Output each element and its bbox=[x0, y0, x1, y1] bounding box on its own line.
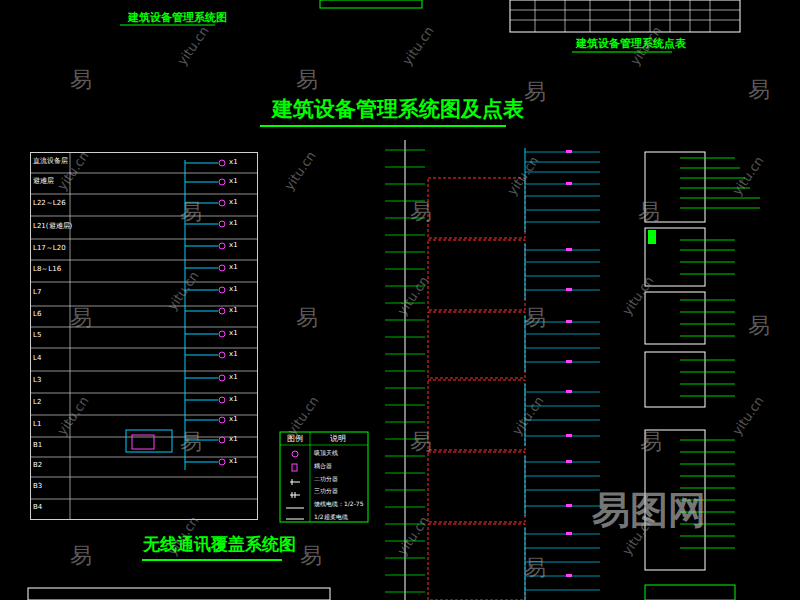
quantity-label: x1 bbox=[229, 374, 238, 382]
watermark: 易 bbox=[180, 200, 202, 224]
watermark: 易 bbox=[748, 78, 770, 102]
watermark: yitu.cn bbox=[165, 269, 202, 313]
system-panel: 无线通讯覆盖系统图 bbox=[30, 152, 258, 520]
floor-label: 直流设备层 bbox=[33, 158, 68, 166]
floor-label: B1 bbox=[33, 442, 42, 450]
point-markers bbox=[566, 150, 572, 577]
quantity-label: x1 bbox=[229, 178, 238, 186]
watermark: 易 bbox=[524, 556, 546, 580]
legend-text: 馈线电缆：1/2-75 bbox=[314, 501, 363, 508]
panel-module bbox=[648, 230, 656, 244]
watermark: yitu.cn bbox=[285, 394, 322, 438]
quantity-label: x1 bbox=[229, 286, 238, 294]
floor-label: L1 bbox=[33, 421, 41, 429]
floor-label: L7 bbox=[33, 289, 41, 297]
floor-label: B3 bbox=[33, 483, 42, 491]
floor-label: L3 bbox=[33, 377, 41, 385]
quantity-label: x1 bbox=[229, 307, 238, 315]
watermark: 易图网 bbox=[592, 490, 706, 532]
watermark: 易 bbox=[638, 200, 660, 224]
watermark: yitu.cn bbox=[400, 24, 437, 68]
watermark: 易 bbox=[524, 80, 546, 104]
watermark: yitu.cn bbox=[730, 394, 767, 438]
quantity-label: x1 bbox=[229, 242, 238, 250]
watermark: 易 bbox=[296, 68, 318, 92]
floor-label: L5 bbox=[33, 332, 41, 340]
watermark: 易 bbox=[70, 544, 92, 568]
watermark: 易 bbox=[70, 68, 92, 92]
legend-text: 耦合器 bbox=[314, 463, 332, 470]
quantity-label: x1 bbox=[229, 330, 238, 338]
watermark: yitu.cn bbox=[730, 154, 767, 198]
legend-samples bbox=[292, 451, 298, 471]
quantity-label: x1 bbox=[229, 199, 238, 207]
controller-risers bbox=[525, 148, 526, 600]
underline bbox=[572, 52, 672, 53]
floor-label: B4 bbox=[33, 504, 42, 512]
legend-text: 三功分器 bbox=[314, 488, 338, 495]
legend-text: 吸顶天线 bbox=[314, 450, 338, 457]
floor-label: B2 bbox=[33, 462, 42, 470]
quantity-label: x1 bbox=[229, 264, 238, 272]
main-title: 建筑设备管理系统图及点表 bbox=[272, 98, 524, 121]
legend-frame bbox=[280, 432, 368, 522]
quantity-label: x1 bbox=[229, 436, 238, 444]
bda-frame bbox=[126, 430, 172, 452]
controller-branches bbox=[525, 152, 600, 590]
legend-grid bbox=[280, 432, 368, 522]
watermark: yitu.cn bbox=[55, 149, 92, 193]
bda-unit bbox=[132, 435, 154, 449]
floor-label: L6 bbox=[33, 311, 41, 319]
legend-text: 1/2超柔电缆 bbox=[314, 514, 348, 521]
floor-label: L21(避难层) bbox=[33, 223, 72, 231]
bottom-table bbox=[28, 588, 330, 600]
antenna-symbols bbox=[219, 160, 225, 465]
watermark: yitu.cn bbox=[620, 274, 657, 318]
watermark: yitu.cn bbox=[505, 154, 542, 198]
watermark: 易 bbox=[640, 430, 662, 454]
legend-samples bbox=[286, 479, 304, 519]
quantity-label: x1 bbox=[229, 458, 238, 466]
watermark: 易 bbox=[410, 200, 432, 224]
panel-legend-frame bbox=[645, 585, 735, 600]
main-riser bbox=[405, 140, 406, 600]
quantity-label: x1 bbox=[229, 351, 238, 359]
title-underline bbox=[142, 559, 282, 561]
table-header: 说明 bbox=[330, 435, 346, 444]
quantity-label: x1 bbox=[229, 396, 238, 404]
title-underline bbox=[260, 125, 506, 127]
watermark: yitu.cn bbox=[510, 394, 547, 438]
drawing-name: 建筑设备管理系统点表 bbox=[576, 38, 686, 50]
drawing-name: 建筑设备管理系统图 bbox=[128, 12, 227, 24]
watermark: yitu.cn bbox=[395, 514, 432, 558]
watermark: yitu.cn bbox=[55, 394, 92, 438]
watermark: 易 bbox=[180, 430, 202, 454]
floor-label: L22～L26 bbox=[33, 200, 66, 208]
floor-label: L8～L16 bbox=[33, 266, 61, 274]
floor-grid bbox=[30, 152, 258, 520]
watermark: 易 bbox=[524, 306, 546, 330]
watermark: yitu.cn bbox=[395, 274, 432, 318]
table-grid bbox=[510, 0, 740, 32]
note-frame bbox=[320, 0, 422, 8]
watermark: 易 bbox=[296, 306, 318, 330]
floor-label: L2 bbox=[33, 399, 41, 407]
dashed-zones bbox=[428, 178, 525, 600]
point-table bbox=[510, 0, 740, 32]
watermark: 易 bbox=[300, 544, 322, 568]
watermark: yitu.cn bbox=[175, 24, 212, 68]
quantity-label: x1 bbox=[229, 220, 238, 228]
floor-label: L17～L20 bbox=[33, 245, 66, 253]
floor-label: 避难层 bbox=[33, 178, 54, 186]
legend-text: 二功分器 bbox=[314, 476, 338, 483]
watermark: 易 bbox=[748, 314, 770, 338]
floor-label: L4 bbox=[33, 355, 41, 363]
watermark: 易 bbox=[70, 306, 92, 330]
watermark: 易 bbox=[410, 430, 432, 454]
quantity-label: x1 bbox=[229, 159, 238, 167]
quantity-label: x1 bbox=[229, 416, 238, 424]
watermark: yitu.cn bbox=[282, 149, 319, 193]
